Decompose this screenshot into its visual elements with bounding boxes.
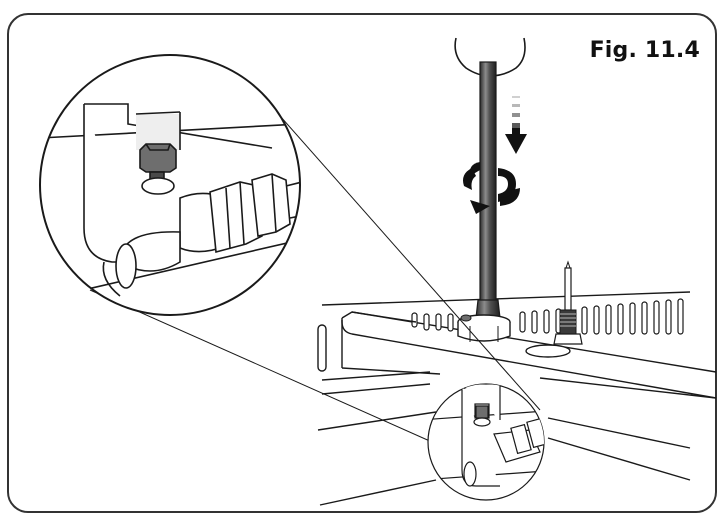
magnification-lines <box>89 81 541 443</box>
plate-edge <box>341 311 417 323</box>
detail-callout-small <box>427 383 545 501</box>
screwdriver-shaft <box>479 61 497 313</box>
spike-fitting <box>553 260 583 345</box>
plate-nut <box>457 314 511 342</box>
rotation-arrow-icon <box>463 162 520 214</box>
figure-label: Fig. 11.4 <box>589 38 700 63</box>
downward-arrow-icon <box>505 96 527 154</box>
plate-hole <box>525 344 571 358</box>
detail-callout-large <box>39 54 301 316</box>
